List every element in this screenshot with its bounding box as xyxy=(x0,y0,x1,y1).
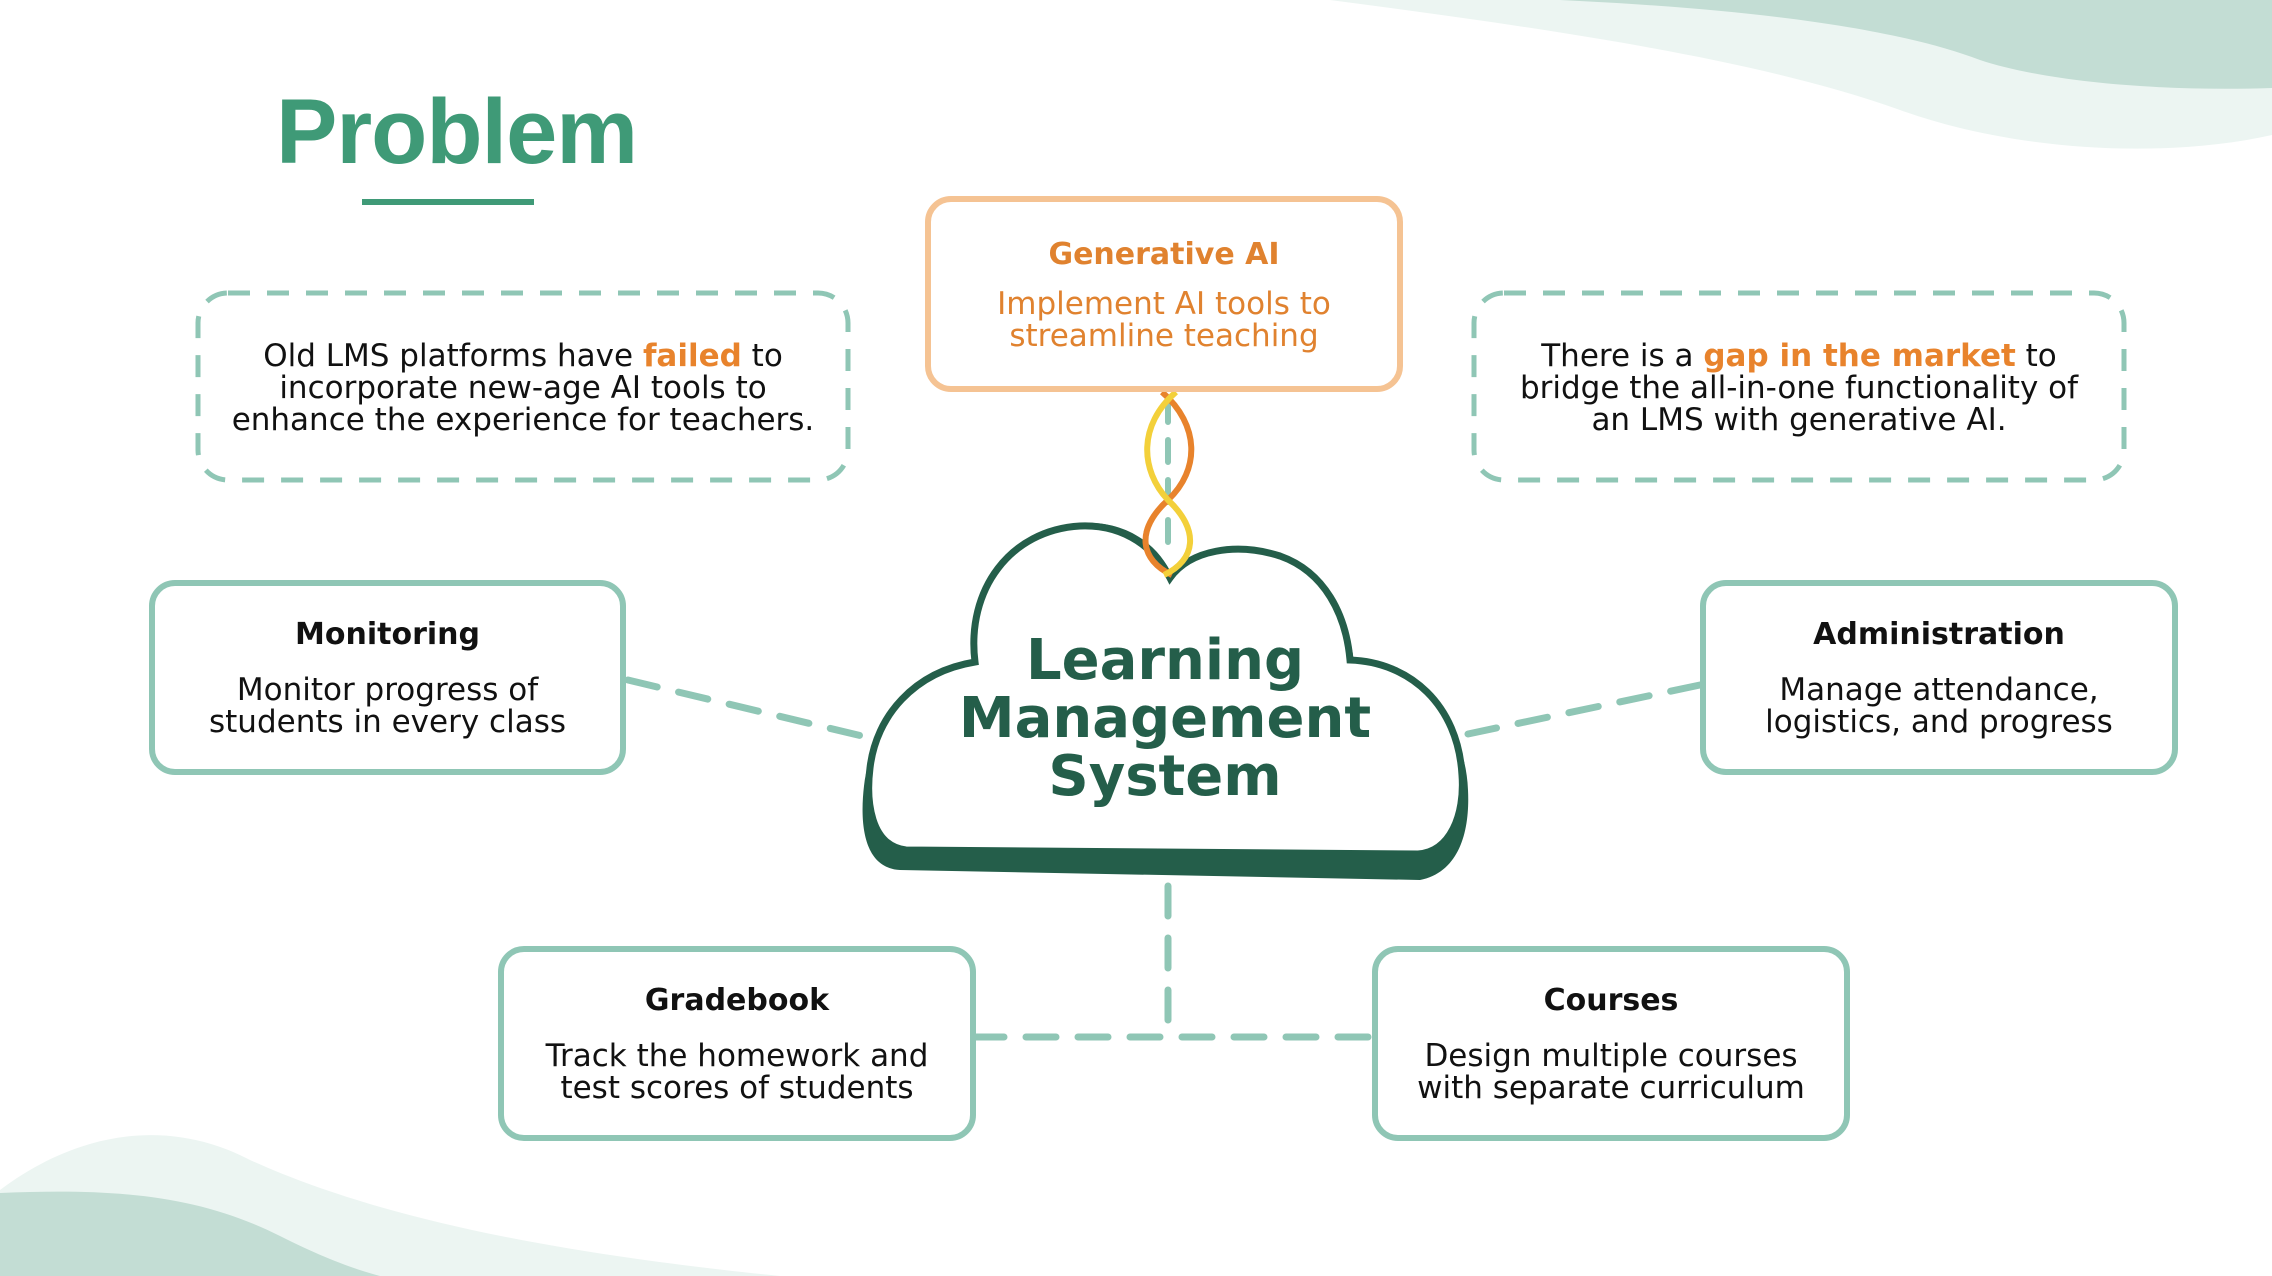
problem-left-line2: incorporate new-age AI tools to xyxy=(279,370,767,406)
background-wave-dark-bottom xyxy=(0,1191,380,1276)
lms-title-line3: System xyxy=(1048,744,1282,809)
generative-ai-body-line2: streamline teaching xyxy=(1009,317,1319,354)
feature-description-line1: Monitor progress of xyxy=(236,672,539,708)
generative-ai-heading: Generative AI xyxy=(1048,236,1280,272)
helix-yellow-strand xyxy=(1144,389,1194,578)
feature-box-courses: Courses Design multiple courses with sep… xyxy=(1372,946,1850,1141)
generative-ai-body-line1: Implement AI tools to xyxy=(997,285,1331,322)
lms-title-line1: Learning xyxy=(1025,628,1305,693)
problem-left-highlight: failed xyxy=(642,338,742,374)
feature-description-line2: logistics, and progress xyxy=(1765,704,2113,740)
feature-heading: Administration xyxy=(1813,617,2065,652)
connector-administration xyxy=(1464,681,1704,738)
problem-right-highlight: gap in the market xyxy=(1703,338,2016,374)
lms-title: Learning Management System xyxy=(880,632,1450,806)
feature-box-monitoring: Monitoring Monitor progress of students … xyxy=(149,580,626,775)
problem-left-post: to xyxy=(741,338,783,374)
problem-left-pre: Old LMS platforms have xyxy=(263,338,643,374)
background-wave-dark-top xyxy=(1560,0,2272,89)
generative-ai-box: Generative AI Implement AI tools to stre… xyxy=(925,196,1403,392)
title-underline xyxy=(362,199,534,205)
feature-description: Design multiple courses with separate cu… xyxy=(1417,1040,1805,1104)
feature-box-administration: Administration Manage attendance, logist… xyxy=(1700,580,2178,775)
feature-description: Track the homework and test scores of st… xyxy=(546,1040,929,1104)
lms-title-line2: Management xyxy=(958,686,1372,751)
feature-heading: Gradebook xyxy=(644,983,830,1018)
lms-cloud xyxy=(865,522,1466,858)
feature-description-line1: Track the homework and xyxy=(545,1038,929,1074)
feature-description: Manage attendance, logistics, and progre… xyxy=(1765,674,2113,738)
connector-monitoring xyxy=(624,676,866,740)
problem-right-line2: bridge the all-in-one functionality of xyxy=(1519,370,2079,406)
feature-box-gradebook: Gradebook Track the homework and test sc… xyxy=(498,946,976,1141)
feature-heading: Courses xyxy=(1543,983,1679,1018)
feature-description-line1: Design multiple courses xyxy=(1424,1038,1798,1074)
feature-description-line2: test scores of students xyxy=(560,1070,914,1106)
feature-description: Monitor progress of students in every cl… xyxy=(209,674,566,738)
feature-description-line2: students in every class xyxy=(208,704,566,740)
problem-left-text: Old LMS platforms have failed to incorpo… xyxy=(200,340,846,436)
generative-ai-body: Implement AI tools to streamline teachin… xyxy=(997,288,1331,352)
problem-left-line1: Old LMS platforms have failed to xyxy=(200,340,846,372)
problem-right-pre: There is a xyxy=(1541,338,1704,374)
problem-right-text: There is a gap in the market to bridge t… xyxy=(1476,340,2122,436)
problem-left-line3: enhance the experience for teachers. xyxy=(231,402,815,438)
problem-right-border xyxy=(1471,290,2127,483)
slide-title: Problem xyxy=(276,81,638,183)
problem-right-post: to xyxy=(2015,338,2057,374)
feature-description-line1: Manage attendance, xyxy=(1779,672,2099,708)
problem-right-line3: an LMS with generative AI. xyxy=(1591,402,2007,438)
feature-heading: Monitoring xyxy=(295,617,480,652)
problem-left-border xyxy=(195,290,851,483)
feature-description-line2: with separate curriculum xyxy=(1417,1070,1805,1106)
problem-right-line1: There is a gap in the market to xyxy=(1476,340,2122,372)
